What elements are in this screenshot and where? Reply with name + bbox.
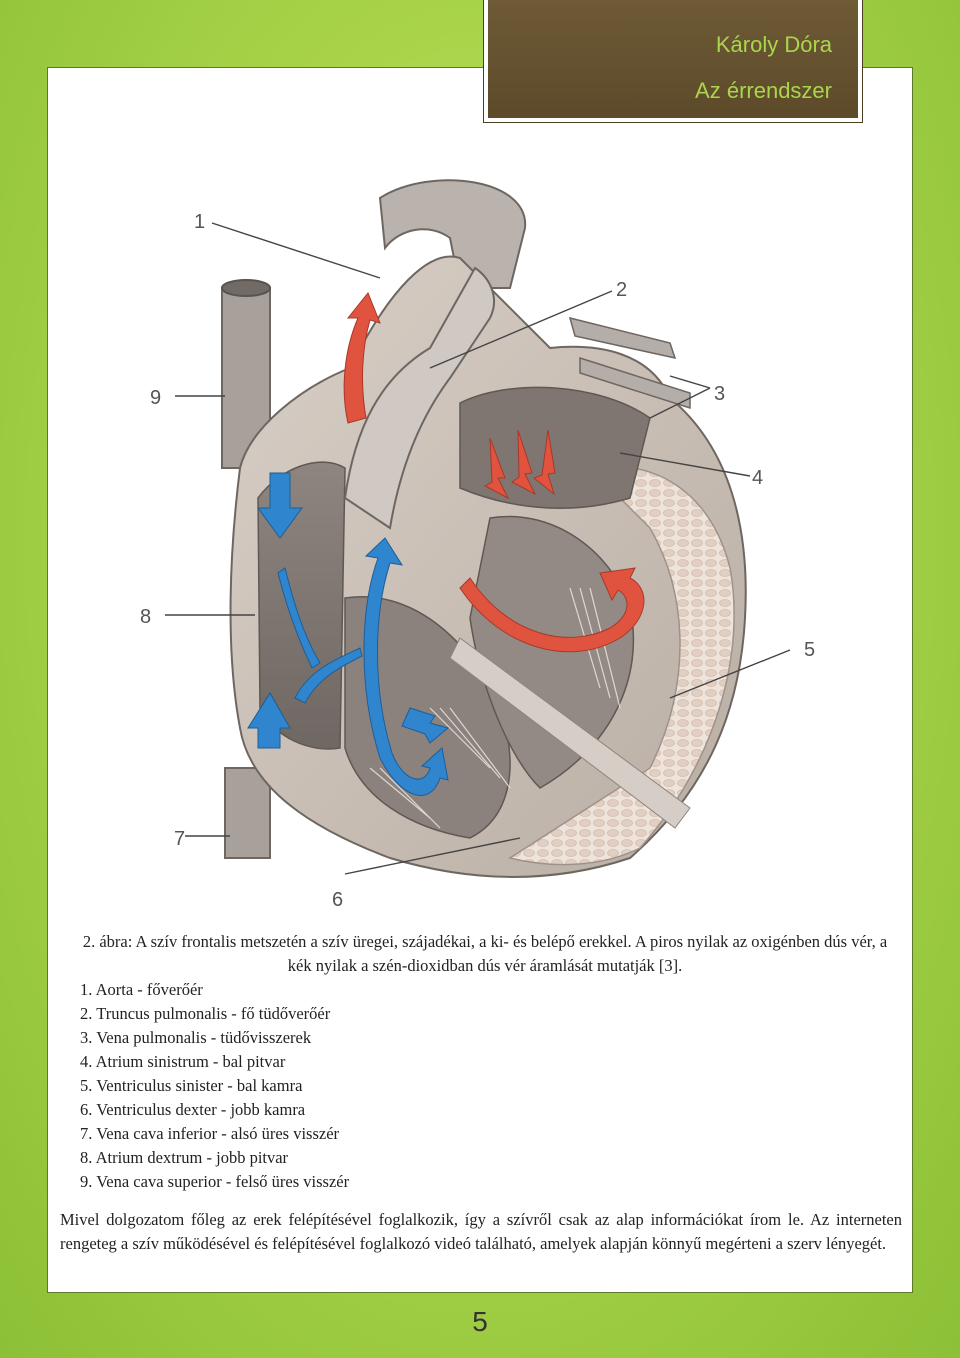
legend-item: 4. Atrium sinistrum - bal pitvar — [80, 1052, 286, 1071]
body-text: Mivel dolgozatom főleg az erek felépítés… — [60, 1208, 902, 1256]
heart-illustration: 1 2 3 4 5 6 7 8 9 — [130, 168, 850, 913]
caption-legend: 1. Aorta - főverőér 2. Truncus pulmonali… — [66, 978, 894, 1194]
label-2: 2 — [616, 279, 627, 301]
label-5: 5 — [804, 639, 815, 661]
caption-title: 2. ábra: A szív frontalis metszetén a sz… — [82, 932, 888, 975]
label-8: 8 — [140, 606, 151, 628]
header-author: Károly Dóra — [715, 32, 832, 57]
label-9: 9 — [150, 387, 161, 409]
legend-item: 9. Vena cava superior - felső üres vissz… — [80, 1172, 350, 1191]
figure-caption: 2. ábra: A szív frontalis metszetén a sz… — [66, 930, 894, 1194]
legend-item: 7. Vena cava inferior - alsó üres visszé… — [80, 1124, 340, 1143]
header-subtitle: Az érrendszer — [695, 78, 832, 103]
legend-item: 1. Aorta - főverőér — [80, 980, 203, 999]
label-3: 3 — [714, 383, 725, 405]
label-1: 1 — [194, 211, 205, 233]
legend-item: 5. Ventriculus sinister - bal kamra — [80, 1076, 303, 1095]
legend-item: 8. Atrium dextrum - jobb pitvar — [80, 1148, 289, 1167]
label-4: 4 — [752, 467, 763, 489]
label-6: 6 — [332, 889, 343, 911]
page-number: 5 — [472, 1306, 488, 1337]
heart-diagram: 1 2 3 4 5 6 7 8 9 — [140, 179, 815, 911]
label-7: 7 — [174, 828, 185, 850]
legend-item: 3. Vena pulmonalis - tüdővisszerek — [80, 1028, 312, 1047]
legend-item: 6. Ventriculus dexter - jobb kamra — [80, 1100, 306, 1119]
body-paragraph: Mivel dolgozatom főleg az erek felépítés… — [60, 1210, 902, 1253]
header-box: Károly Dóra Az érrendszer — [484, 0, 862, 122]
legend-item: 2. Truncus pulmonalis - fő tüdőverőér — [80, 1004, 331, 1023]
